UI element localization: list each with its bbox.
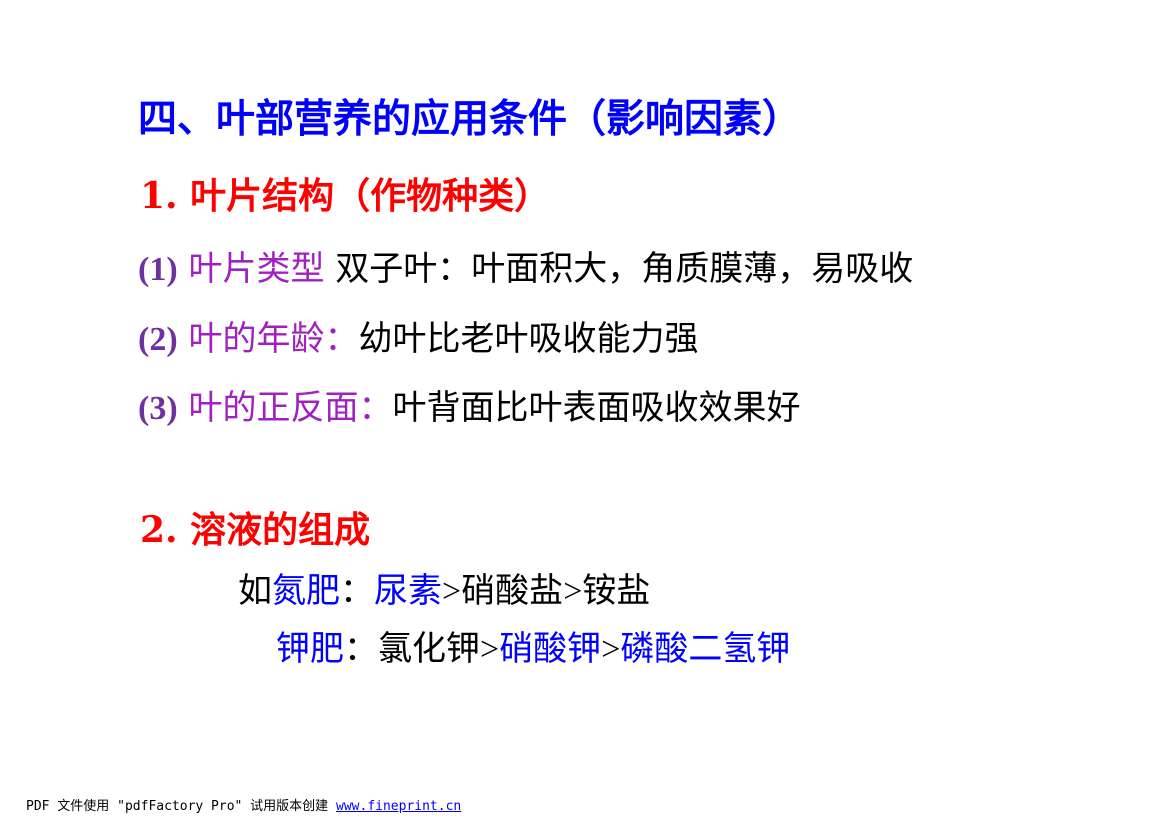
fertilizer-second: 硝酸盐 — [461, 571, 564, 611]
page-title: 四、叶部营养的应用条件（影响因素） — [138, 97, 802, 142]
footer-link[interactable]: www.fineprint.cn — [336, 799, 462, 814]
fertilizer-third: 铵盐 — [582, 571, 651, 611]
greater-than: > — [601, 631, 621, 668]
item-text: 叶背面比叶表面吸收效果好 — [392, 388, 801, 428]
greater-than: > — [480, 631, 500, 668]
item-label: 叶片类型 — [177, 249, 325, 289]
list-item: (3) 叶的正反面：叶背面比叶表面吸收效果好 — [138, 391, 800, 426]
section-2-heading: 2. 溶液的组成 — [140, 509, 371, 551]
item-number: (1) — [138, 251, 178, 288]
fertilizer-category: 钾肥 — [276, 629, 344, 669]
item-number: (2) — [138, 321, 178, 358]
section-1-heading: 1. 叶片结构（作物种类） — [140, 175, 551, 217]
greater-than: > — [563, 573, 583, 610]
item-text: 双子叶：叶面积大，角质膜薄，易吸收 — [324, 249, 914, 289]
fertilizer-first: 氯化钾 — [378, 629, 480, 669]
fertilizer-category: 氮肥 — [272, 571, 340, 611]
fertilizer-second: 硝酸钾 — [499, 629, 602, 669]
item-number: (3) — [138, 390, 178, 427]
fertilizer-third: 磷酸二氢钾 — [620, 629, 791, 669]
footer-text: PDF 文件使用 "pdfFactory Pro" 试用版本创建 — [26, 799, 337, 814]
potassium-fertilizer-row: 钾肥：氯化钾>硝酸钾>磷酸二氢钾 — [276, 632, 790, 667]
colon: ： — [340, 571, 374, 611]
item-label: 叶的年龄： — [177, 319, 359, 359]
colon: ： — [344, 629, 378, 669]
greater-than: > — [442, 573, 462, 610]
list-item: (2) 叶的年龄：幼叶比老叶吸收能力强 — [138, 322, 698, 357]
example-prefix: 如 — [238, 571, 272, 611]
pdf-watermark-footer: PDF 文件使用 "pdfFactory Pro" 试用版本创建 www.fin… — [26, 795, 461, 814]
item-label: 叶的正反面： — [177, 388, 393, 428]
nitrogen-fertilizer-row: 如氮肥：尿素>硝酸盐>铵盐 — [238, 574, 650, 609]
fertilizer-first: 尿素 — [374, 571, 442, 611]
list-item: (1) 叶片类型 双子叶：叶面积大，角质膜薄，易吸收 — [138, 252, 913, 287]
item-text: 幼叶比老叶吸收能力强 — [358, 319, 699, 359]
